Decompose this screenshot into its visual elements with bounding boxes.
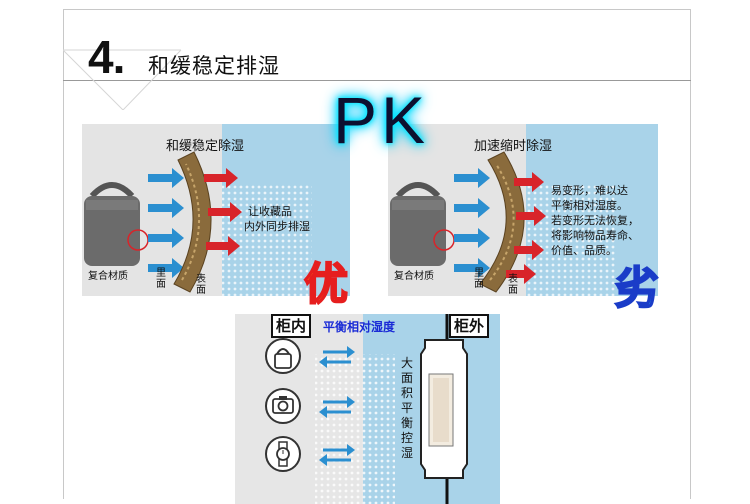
fast-dehumidify-panel: 加速缩时除湿 易变形，难以达 平衡相对湿度。 若变形无法恢复， 将影响物品寿命、…	[388, 124, 658, 296]
material-label: 复合材质	[394, 271, 434, 282]
panel-desc-line1: 让收藏品	[248, 205, 292, 218]
bag-illustration	[84, 182, 149, 266]
cabinet-balance-panel: 柜内 柜外 平衡相对湿度 大面积平衡控湿	[235, 314, 500, 504]
section-number: 4.	[88, 31, 125, 83]
cabinet-illustration	[235, 314, 500, 504]
watch-icon	[276, 441, 290, 467]
panel-desc-line5: 价值、品质。	[551, 244, 617, 257]
heading-decoration	[63, 49, 182, 110]
outer-label: 表面	[508, 274, 518, 296]
exchange-arrows	[319, 346, 355, 466]
frame-top-line	[63, 9, 691, 10]
frame-right-line	[690, 9, 691, 499]
panel-illustration	[388, 124, 658, 296]
section-title: 和缓稳定排湿	[148, 54, 280, 78]
panel-illustration	[82, 124, 350, 296]
inside-cabinet-label: 柜内	[271, 314, 312, 338]
outer-label: 表面	[196, 274, 206, 296]
balance-humidity-label: 平衡相对湿度	[323, 320, 396, 334]
inner-label: 里面	[474, 268, 484, 290]
frame-left-line	[63, 9, 64, 499]
panel-desc-line2: 平衡相对湿度。	[551, 199, 628, 212]
inner-label: 里面	[156, 268, 166, 290]
gentle-dehumidify-panel: 和缓稳定除湿 让收藏品 内外同步排湿 复合材质 里面 表面	[82, 124, 350, 296]
heading-underline	[63, 80, 691, 81]
panel-desc-line4: 将影响物品寿命、	[551, 229, 639, 242]
outside-cabinet-label: 柜外	[449, 314, 490, 338]
panel-desc-line3: 若变形无法恢复，	[551, 214, 639, 227]
large-area-label: 大面积平衡控湿	[401, 356, 414, 460]
panel-desc-line2: 内外同步排湿	[244, 220, 310, 233]
camera-icon	[272, 396, 294, 414]
panel-desc-line1: 易变形，难以达	[551, 184, 628, 197]
bag-icon	[274, 348, 292, 369]
panel-title: 加速缩时除湿	[474, 139, 553, 154]
pk-label: PK	[333, 83, 430, 157]
material-label: 复合材质	[88, 271, 128, 282]
panel-title: 和缓稳定除湿	[166, 139, 245, 154]
verdict-good: 优	[303, 258, 349, 311]
verdict-bad: 劣	[614, 262, 660, 315]
